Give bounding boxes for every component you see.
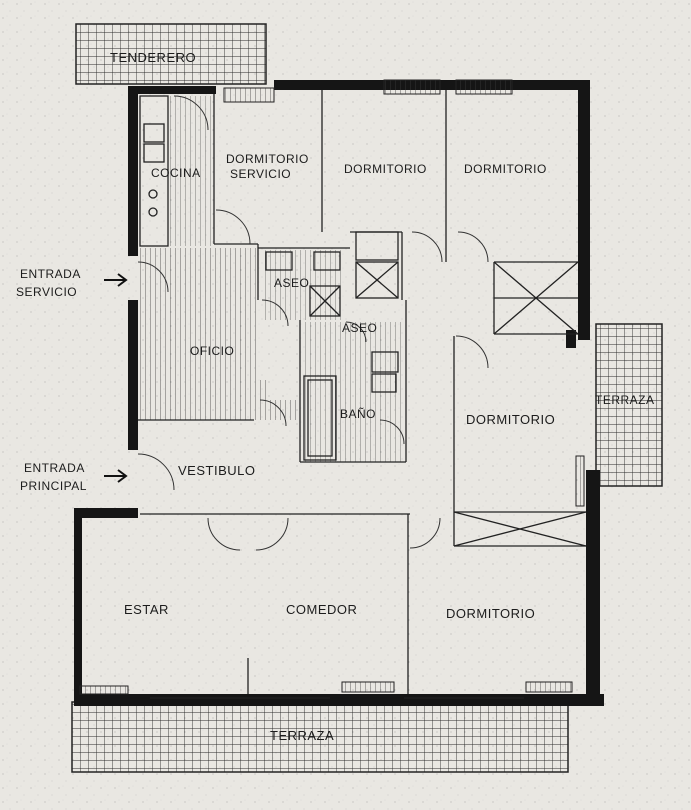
label-bano: BAÑO (340, 407, 376, 421)
label-aseo-1: ASEO (274, 276, 309, 290)
exterior-walls (74, 80, 604, 706)
kitchen-fixtures (139, 95, 169, 247)
wardrobe-upper (493, 261, 579, 335)
label-dormitorio-a: DORMITORIO (344, 162, 427, 176)
wardrobe-lower (453, 511, 587, 547)
bottom-terrace-area (71, 701, 569, 773)
label-vestibulo: VESTIBULO (178, 463, 255, 478)
sanitary-fixtures (265, 231, 399, 461)
label-terraza-side: TERRAZA (595, 393, 655, 407)
label-dormitorio-servicio-1: DORMITORIO (226, 152, 309, 166)
label-oficio: OFICIO (190, 344, 234, 358)
side-terrace-area (595, 323, 663, 487)
door-swings (137, 95, 489, 551)
windows (79, 79, 585, 699)
label-entrada-principal-1: ENTRADA (24, 461, 85, 475)
entrance-arrows (104, 273, 128, 483)
label-entrada-servicio-2: SERVICIO (16, 285, 77, 299)
label-tenderero: TENDERERO (110, 50, 196, 65)
interior-walls (138, 90, 586, 694)
label-dormitorio-b: DORMITORIO (464, 162, 547, 176)
label-cocina: COCINA (151, 166, 201, 180)
label-dormitorio-d: DORMITORIO (446, 606, 535, 621)
label-aseo-2: ASEO (342, 321, 377, 335)
label-comedor: COMEDOR (286, 602, 357, 617)
label-dormitorio-servicio-2: SERVICIO (230, 167, 291, 181)
label-estar: ESTAR (124, 602, 169, 617)
label-terraza-bottom: TERRAZA (270, 728, 334, 743)
label-dormitorio-c: DORMITORIO (466, 412, 555, 427)
tenderero-area (75, 23, 267, 85)
oficio-hatch (140, 248, 296, 420)
label-entrada-servicio-1: ENTRADA (20, 267, 81, 281)
label-entrada-principal-2: PRINCIPAL (20, 479, 87, 493)
aseo-hatch (262, 250, 342, 320)
